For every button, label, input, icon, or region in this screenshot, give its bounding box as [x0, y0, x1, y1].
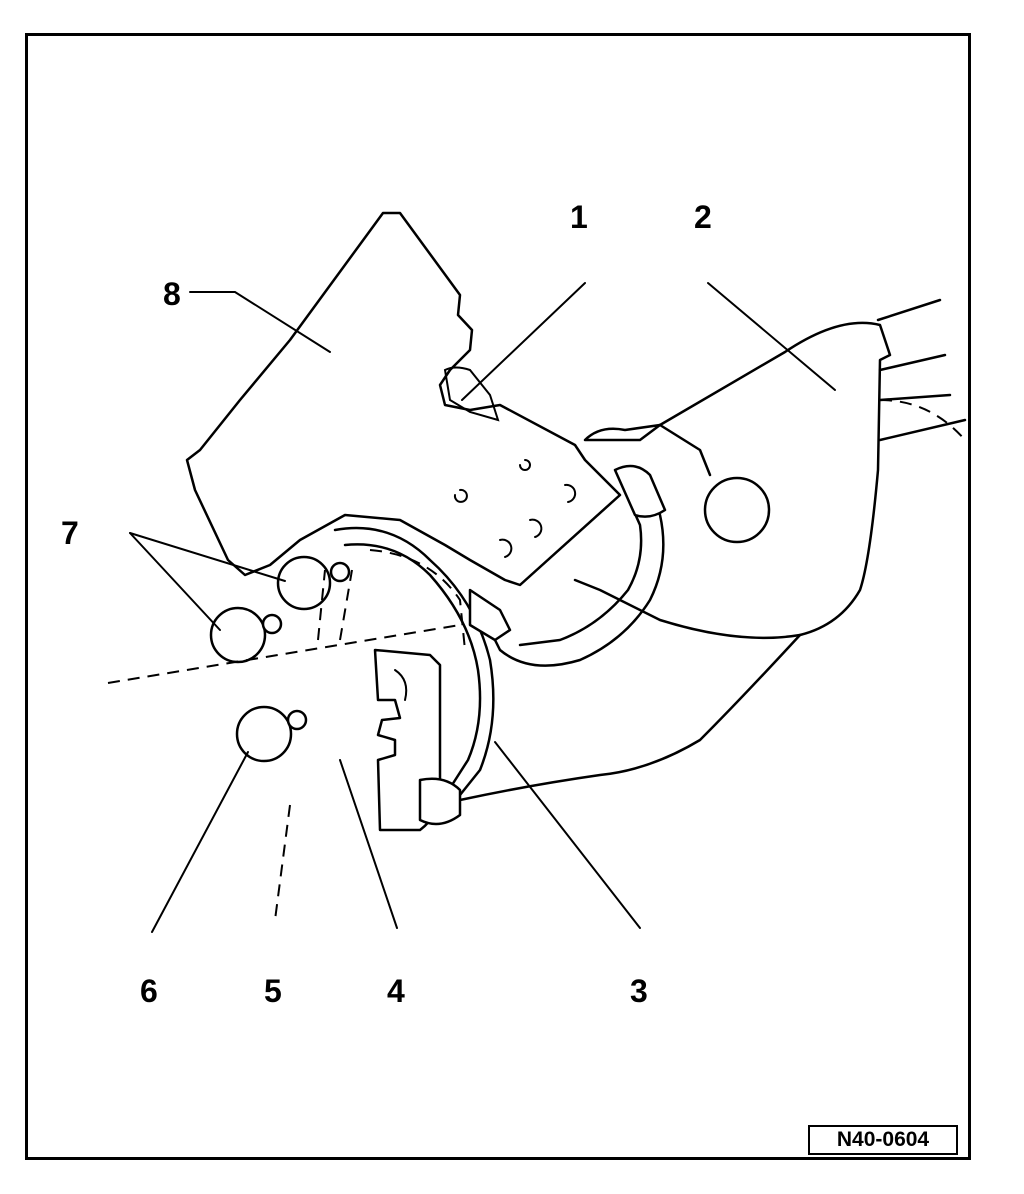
- part-4-clip: [373, 648, 462, 832]
- callout-8: 8: [163, 276, 181, 312]
- callout-6: 6: [140, 973, 158, 1009]
- figure-id-label: N40-0604: [808, 1125, 958, 1155]
- part-8-bracket: [185, 211, 622, 587]
- construction-lines: [107, 569, 461, 921]
- callout-3: 3: [630, 973, 648, 1009]
- round-knob: [583, 423, 771, 544]
- callout-5: 5: [264, 973, 282, 1009]
- part-3-cable-arc: [333, 464, 667, 797]
- callout-7: 7: [61, 515, 79, 551]
- part-2-housing: [458, 298, 967, 802]
- callout-4: 4: [387, 973, 405, 1009]
- callout-2: 2: [694, 199, 712, 235]
- leader-lines: [129, 282, 836, 933]
- diagram-frame: [25, 33, 971, 1160]
- callout-1: 1: [570, 199, 588, 235]
- part-6-nut: [235, 705, 308, 763]
- part-7-nuts: [209, 555, 351, 664]
